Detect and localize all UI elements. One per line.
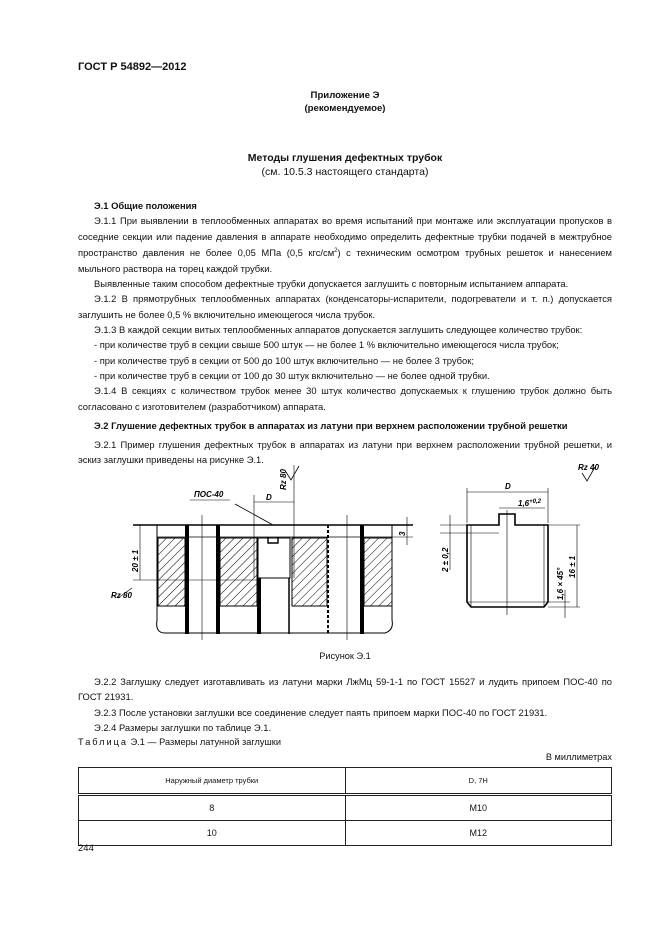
paragraph-e1-1b: Выявленные таким способом дефектные труб… — [94, 277, 569, 289]
table-caption-label: Таблица — [78, 737, 129, 747]
label-rz80-left: Rz 80 — [111, 591, 132, 600]
table-caption-text: Э.1 — Размеры латунной заглушки — [130, 737, 281, 747]
appendix-status: (рекомендуемое) — [304, 103, 386, 114]
table-cell: 10 — [78, 820, 346, 846]
paragraph-e2-2: Э.2.2 Заглушку следует изготавливать из … — [78, 676, 612, 703]
tube-sheet-section — [117, 465, 413, 640]
list-item: - при количестве труб в секции от 500 до… — [94, 354, 474, 366]
paragraph-e2-3: Э.2.3 После установки заглушки все соеди… — [94, 706, 548, 718]
paragraph-e2-1: Э.2.1 Пример глушения дефектных трубок в… — [78, 438, 612, 466]
heading-e2: Э.2 Глушение дефектных трубок в аппарата… — [94, 419, 568, 431]
paragraph-e2-4: Э.2.4 Размеры заглушки по таблице Э.1. — [94, 722, 272, 734]
label-d: D — [266, 493, 272, 502]
paragraph-e1-2: Э.1.2 В прямотрубных теплообменных аппар… — [78, 293, 612, 320]
label-h20: 20 ± 1 — [131, 549, 140, 573]
plug-sketch — [440, 466, 596, 618]
section-subtitle: (см. 10.5.3 настоящего стандарта) — [261, 166, 429, 178]
paragraph-e1-4: Э.1.4 В секциях с количеством трубок мен… — [78, 385, 612, 412]
label-rz40: Rz 40 — [578, 463, 599, 472]
column-header: D, 7H — [344, 767, 612, 796]
label-chamfer: 1,6 × 45° — [556, 567, 565, 600]
table-cell: 8 — [78, 794, 346, 821]
list-item: - при количестве труб в секции свыше 500… — [94, 339, 559, 351]
p1-text: Э.1.1 При выявлении в теплообменных аппа… — [78, 215, 612, 259]
heading-e1: Э.1 Общие положения — [94, 200, 197, 211]
p1-text-end: ) с техническим осмотром трубных решеток… — [78, 247, 613, 274]
section-title: Методы глушения дефектных трубок — [247, 152, 443, 164]
appendix-title: Приложение Э — [310, 90, 380, 101]
dimensions-table: Наружный диаметр трубки D, 7H 8 M10 10 M… — [78, 767, 612, 846]
table-caption: Таблица Э.1 — Размеры латунной заглушки — [78, 737, 281, 747]
table-units: В миллиметрах — [545, 752, 612, 762]
table-cell: M10 — [344, 794, 612, 821]
document-header: ГОСТ Р 54892—2012 — [78, 61, 187, 73]
label-rz80-top: Rz 80 — [279, 469, 288, 490]
table-header-row: Наружный диаметр трубки D, 7H — [78, 767, 612, 796]
list-item: - при количестве труб в секции от 100 до… — [94, 369, 490, 381]
section-e1: Э.1 Общие положения Э.1.1 При выявлении … — [78, 198, 612, 468]
slot-value: 1,6 — [518, 499, 530, 508]
table-row: 10 M12 — [78, 820, 612, 846]
page-number: 244 — [78, 843, 94, 854]
label-h3: 3 — [398, 531, 407, 536]
paragraph-e1-3: Э.1.3 В каждой секции витых теплообменны… — [94, 323, 583, 335]
label-slot: 1,6+0,2 — [518, 499, 542, 508]
label-d-plug: D — [505, 482, 511, 491]
paragraph-e1-1: Э.1.1 При выявлении в теплообменных аппа… — [78, 213, 612, 276]
label-solder: ПОС-40 — [194, 490, 224, 499]
section-e2-cont: Э.2.2 Заглушку следует изготавливать из … — [78, 674, 612, 735]
slot-tolerance: +0,2 — [529, 499, 542, 505]
column-header: Наружный диаметр трубки — [78, 767, 346, 796]
label-h16: 16 ± 1 — [568, 555, 577, 578]
p1-sup: 2 — [334, 248, 338, 255]
table-cell: M12 — [344, 820, 612, 846]
table-row: 8 M10 — [78, 794, 612, 821]
label-h2: 2 ± 0,2 — [441, 547, 450, 573]
figure-caption: Рисунок Э.1 — [319, 651, 371, 661]
